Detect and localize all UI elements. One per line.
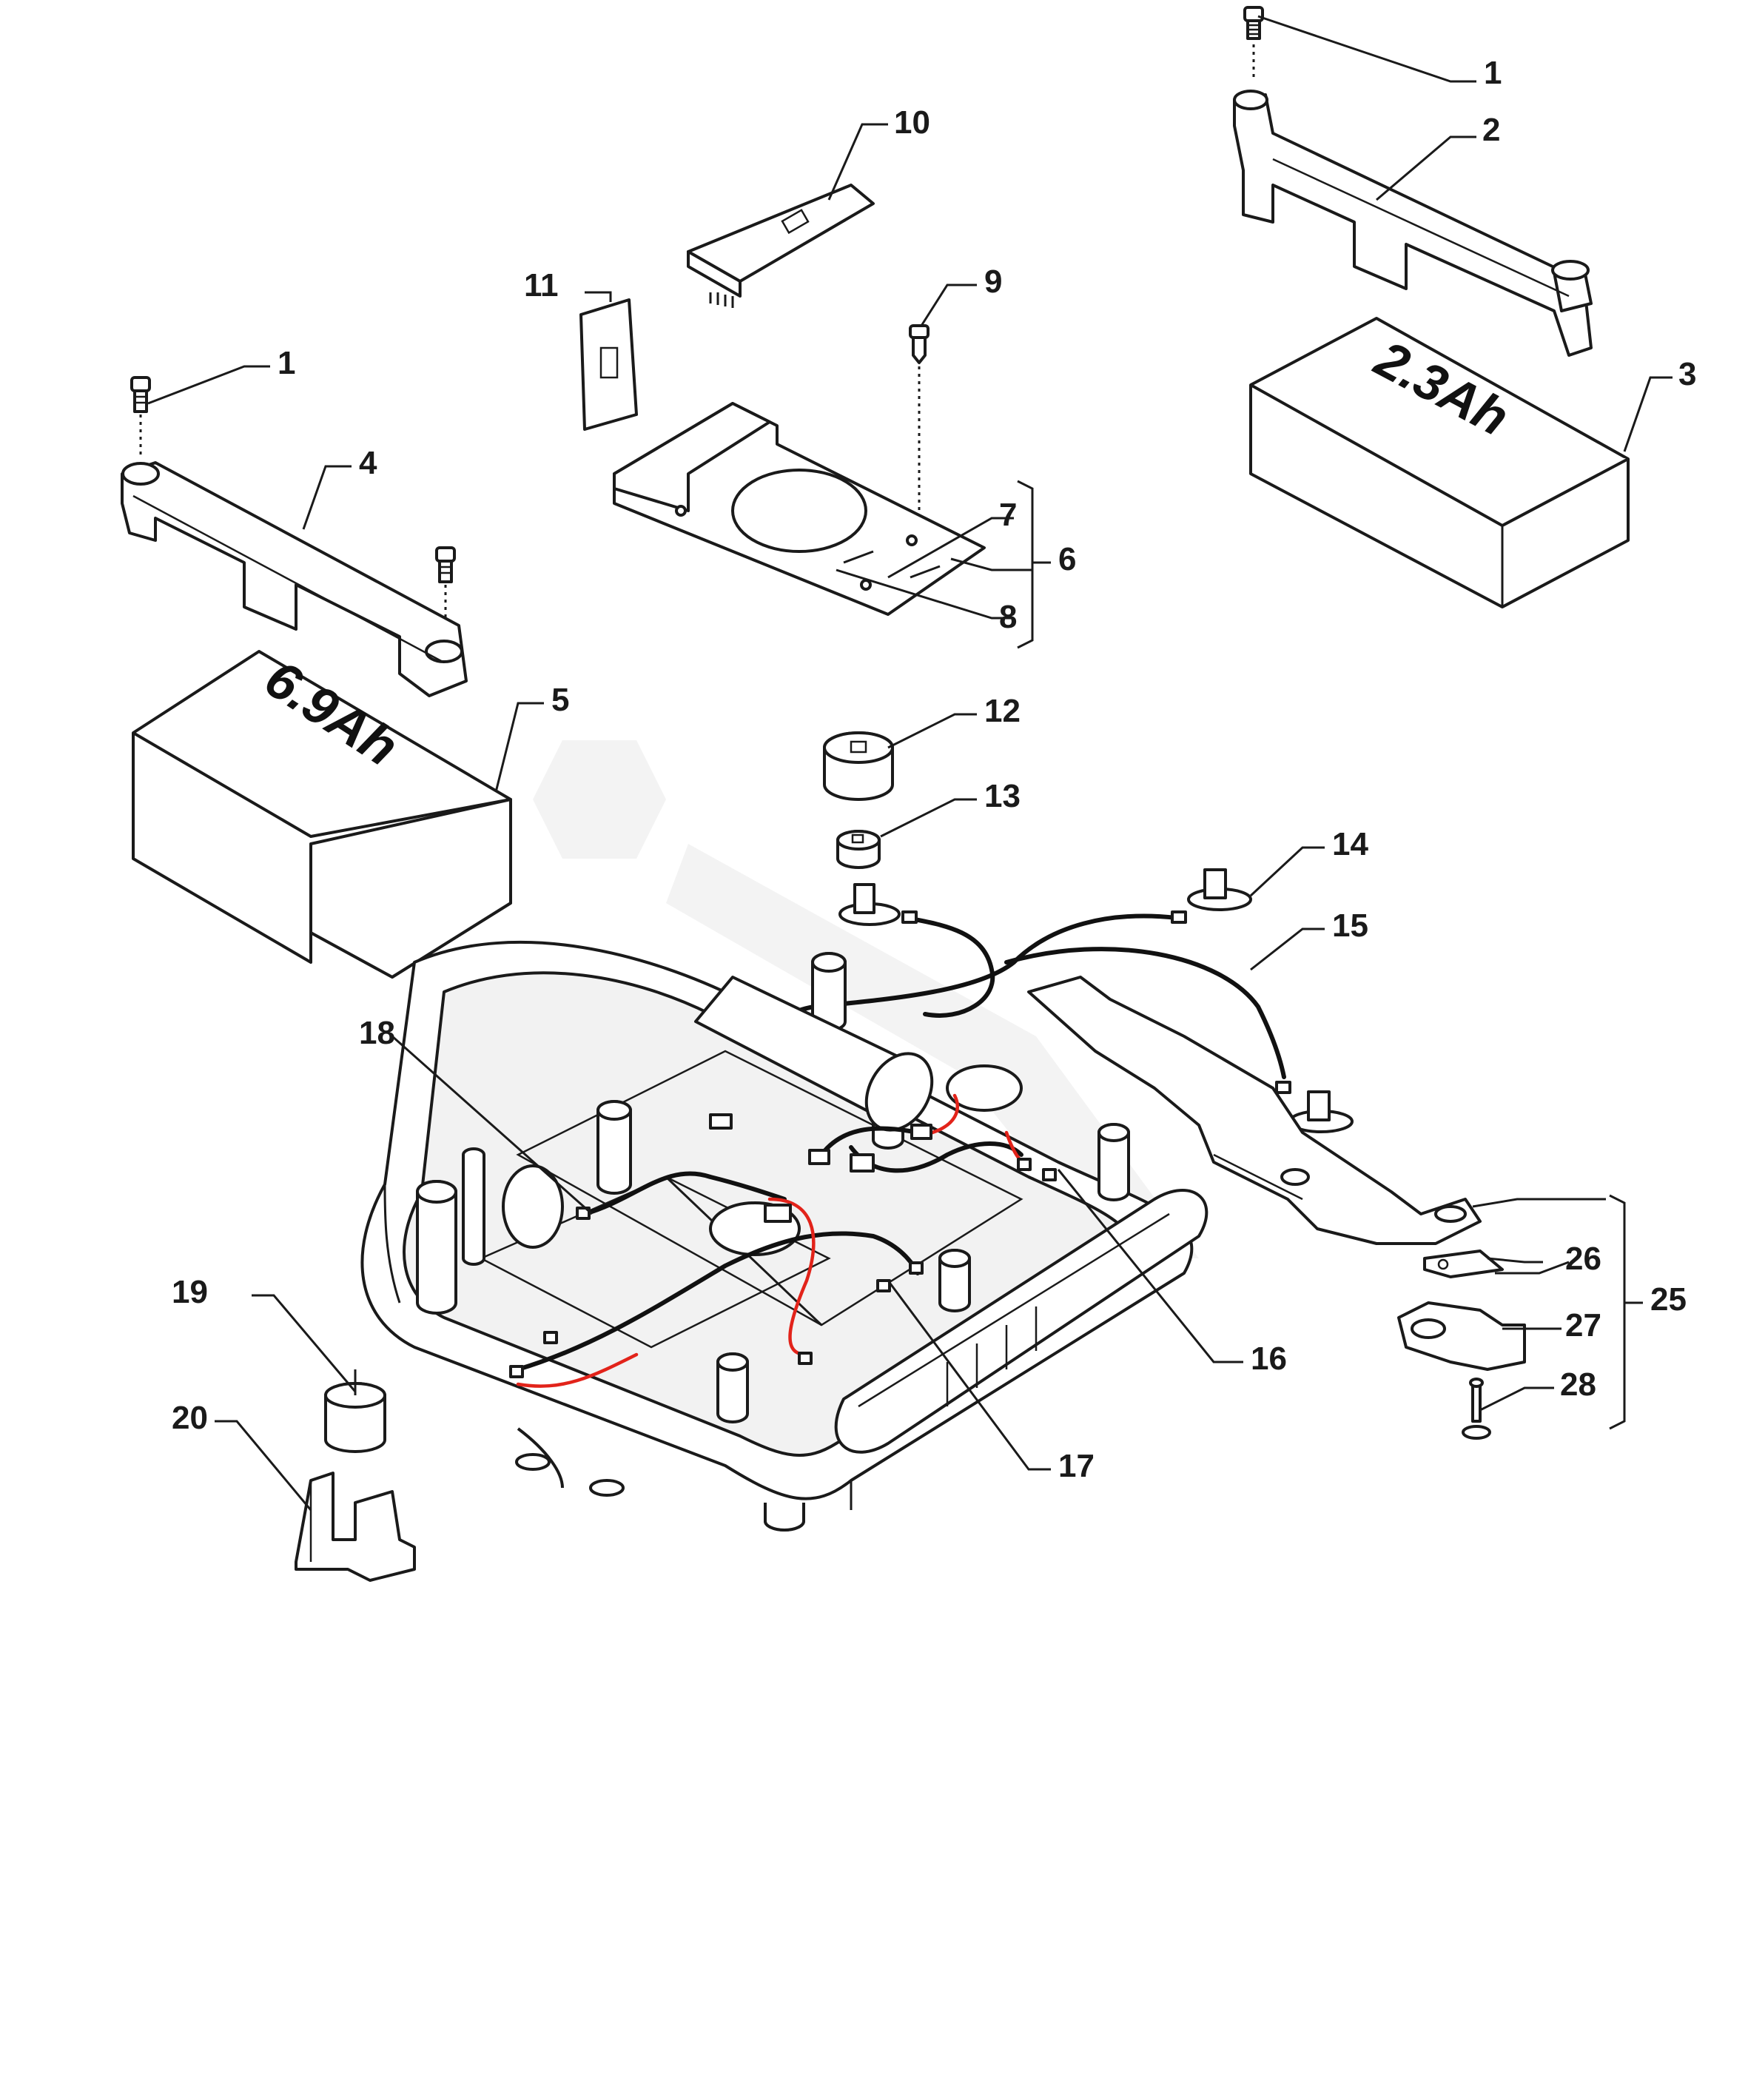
callout-14: 14 <box>1332 826 1368 862</box>
callout-20: 20 <box>172 1400 208 1436</box>
callout-5: 5 <box>551 682 569 718</box>
leader-lines <box>147 15 1673 1511</box>
callout-13: 13 <box>984 778 1021 814</box>
screw-mid <box>909 324 930 533</box>
screw-left-2 <box>435 546 456 622</box>
screw-left <box>130 376 151 459</box>
callout-2: 2 <box>1482 112 1500 148</box>
bracket-26 <box>1423 1249 1504 1278</box>
callout-1-top: 1 <box>1484 55 1502 91</box>
callout-labels: 1 2 3 1 4 5 10 11 9 7 6 8 12 13 14 15 18… <box>172 55 1696 1484</box>
circuit-module <box>687 184 875 308</box>
callout-26: 26 <box>1565 1241 1601 1277</box>
callout-1-left: 1 <box>278 345 295 381</box>
callout-15: 15 <box>1332 908 1368 944</box>
battery-bracket-lower <box>121 461 468 697</box>
spacer-ring <box>836 830 881 869</box>
cover-27 <box>1397 1301 1526 1371</box>
sensor-left <box>838 883 901 926</box>
callout-6: 6 <box>1058 541 1076 577</box>
callout-19: 19 <box>172 1274 208 1310</box>
screw-top-right <box>1243 6 1264 81</box>
callout-17: 17 <box>1058 1448 1095 1484</box>
callout-10: 10 <box>894 104 930 141</box>
sensor-far-right <box>1288 1090 1354 1133</box>
internal-wiring <box>509 1093 1057 1388</box>
watermark-logo <box>533 740 1199 1258</box>
callout-18: 18 <box>359 1015 395 1051</box>
cylinder-19 <box>324 1369 386 1453</box>
small-board <box>579 298 638 431</box>
callout-27: 27 <box>1565 1307 1601 1343</box>
main-board-plate <box>613 402 986 616</box>
callout-8: 8 <box>999 599 1017 635</box>
battery-bracket-upper <box>1233 90 1593 357</box>
holder-20 <box>295 1472 416 1582</box>
rear-mount-plate <box>1027 976 1482 1245</box>
callout-3: 3 <box>1678 356 1696 392</box>
callout-16: 16 <box>1251 1341 1287 1377</box>
sensor-right-14 <box>1187 868 1252 911</box>
callout-9: 9 <box>984 264 1002 300</box>
callout-25: 25 <box>1650 1281 1687 1318</box>
callout-12: 12 <box>984 693 1021 729</box>
knob-cap <box>823 731 894 801</box>
callout-28: 28 <box>1560 1366 1596 1403</box>
callout-4: 4 <box>359 445 377 481</box>
battery-6-9ah: 6.9Ah <box>132 649 512 979</box>
battery-2-3ah: 2.3Ah <box>1249 317 1630 608</box>
callout-11: 11 <box>524 267 559 303</box>
callout-7: 7 <box>999 497 1017 533</box>
pin-28 <box>1462 1378 1491 1440</box>
